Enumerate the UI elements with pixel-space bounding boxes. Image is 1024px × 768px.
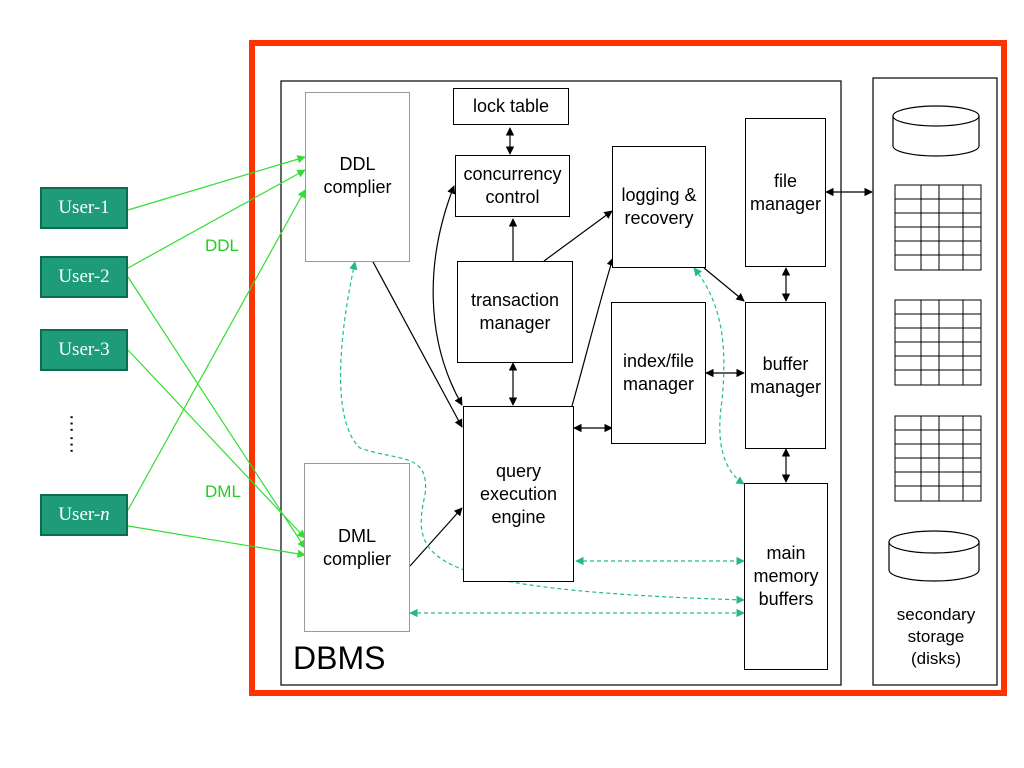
ddl-label: DDL [205,236,240,255]
user-1-box: User-1 [40,187,128,229]
transaction-manager-label: transaction manager [470,290,560,333]
dml-compiler-label: DML complier [322,525,392,569]
table-icon [894,415,982,502]
disk-cylinder-top [892,105,980,157]
index-file-manager-box: index/file manager [611,302,706,444]
ellipsis-vertical: …… [65,413,88,456]
dbms-label: DBMS [293,640,386,676]
user-3-box: User-3 [40,329,128,371]
lock-table-label: lock table [472,96,550,116]
user-2-box: User-2 [40,256,128,298]
disk-cylinder-bottom [888,530,980,582]
dml-compiler-box: DML complier [304,463,410,632]
index-file-manager-label: index/file manager [622,351,695,394]
query-execution-engine-box: query execution engine [463,406,574,582]
data-flow-arrows [339,261,745,618]
main-memory-buffers-box: main memory buffers [744,483,828,670]
secondary-storage-box [872,77,998,686]
ddl-compiler-box: DDL complier [305,92,410,262]
table-icon [894,299,982,386]
user-n-box: User-n [40,494,128,536]
dml-label: DML [205,482,241,501]
buffer-manager-box: buffer manager [745,302,826,449]
logging-recovery-box: logging & recovery [612,146,706,268]
query-execution-engine-label: query execution engine [479,460,558,527]
table-icon [894,184,982,271]
user-n-prefix: User- [58,504,101,525]
main-memory-buffers-label: main memory buffers [753,543,819,609]
dbms-box [280,80,842,686]
buffer-manager-label: buffer manager [749,353,822,397]
lock-table-box: lock table [453,88,569,125]
file-manager-label: file manager [749,170,822,214]
logging-recovery-label: logging & recovery [621,185,697,228]
transaction-manager-box: transaction manager [457,261,573,363]
concurrency-control-label: concurrency control [463,164,562,207]
user-n-suffix: n [100,504,110,525]
secondary-storage-label: secondary storage (disks) [896,605,976,668]
dbms-outer-frame [249,40,1007,696]
concurrency-control-box: concurrency control [455,155,570,217]
ddl-compiler-label: DDL complier [323,154,392,197]
user-arrows [127,155,306,558]
file-manager-box: file manager [745,118,826,267]
